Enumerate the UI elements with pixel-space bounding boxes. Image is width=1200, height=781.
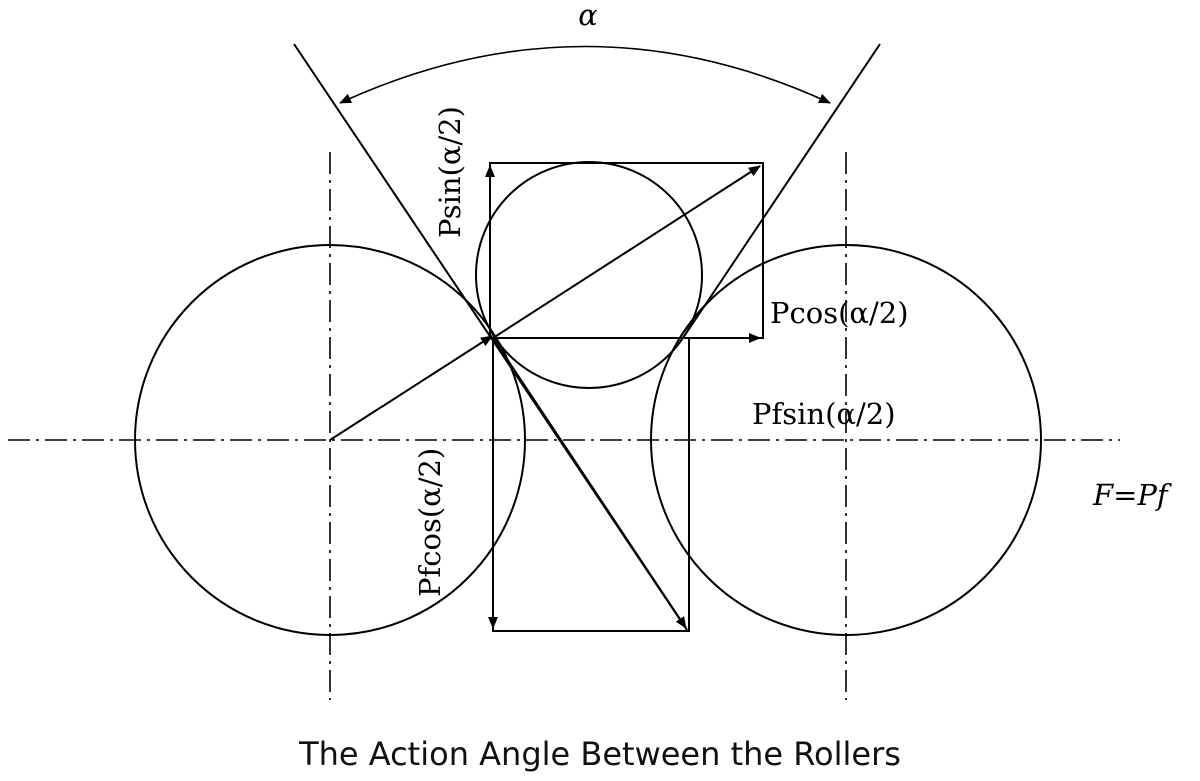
p-sin-label: Psin(α/2) (433, 106, 467, 238)
force-rectangle-upper (489, 162, 764, 339)
left-roller (134, 244, 526, 636)
resultant-force-arrow (492, 165, 761, 339)
roller-center-to-contact-arrow (329, 335, 493, 441)
alpha-angle-arc (339, 45, 831, 104)
pf-sin-label: Pfsin(α/2) (752, 397, 896, 431)
pf-cos-label: Pfcos(α/2) (413, 448, 447, 597)
friction-resultant-arrow (492, 337, 687, 629)
right-roller (650, 244, 1042, 636)
p-cos-label: Pcos(α/2) (770, 296, 909, 330)
f-equals-pf-label: F=Pf (1092, 478, 1173, 512)
alpha-label: α (578, 0, 598, 32)
right-tangent-line (682, 43, 881, 339)
diagram-caption: The Action Angle Between the Rollers (299, 735, 901, 773)
